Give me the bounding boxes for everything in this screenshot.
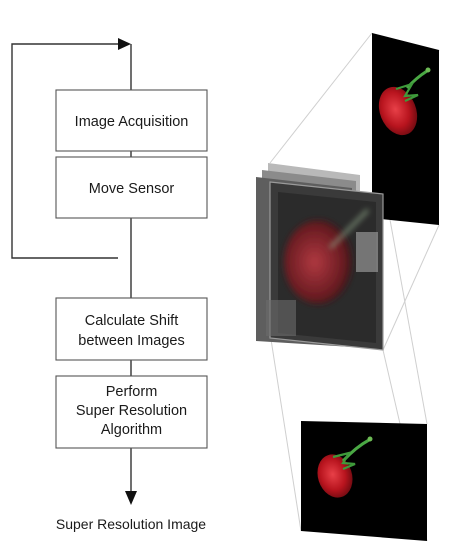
strawberry-image	[378, 67, 431, 136]
svg-text:between Images: between Images	[78, 333, 184, 349]
svg-text:Image Acquisition: Image Acquisition	[75, 114, 189, 130]
loop-line	[11, 43, 118, 259]
output-label: Super Resolution Image	[56, 516, 206, 532]
step-move-sensor: Move Sensor	[55, 156, 208, 219]
step-calculate-shift: Calculate Shift between Images	[55, 297, 208, 361]
shifted-frame-stack	[256, 163, 384, 351]
svg-text:Calculate Shift: Calculate Shift	[85, 313, 179, 329]
svg-text:Algorithm: Algorithm	[101, 422, 162, 438]
svg-text:Super Resolution: Super Resolution	[76, 403, 187, 419]
svg-text:Move Sensor: Move Sensor	[89, 181, 175, 197]
output-arrowhead	[125, 491, 137, 505]
step-super-resolution-algorithm: Perform Super Resolution Algorithm	[55, 375, 208, 449]
svg-text:Perform: Perform	[106, 384, 158, 400]
loop-arrowhead	[118, 38, 131, 50]
input-frame-top	[372, 33, 439, 225]
output-frame	[301, 421, 427, 541]
strawberry-image	[317, 436, 373, 498]
step-image-acquisition: Image Acquisition	[55, 89, 208, 152]
